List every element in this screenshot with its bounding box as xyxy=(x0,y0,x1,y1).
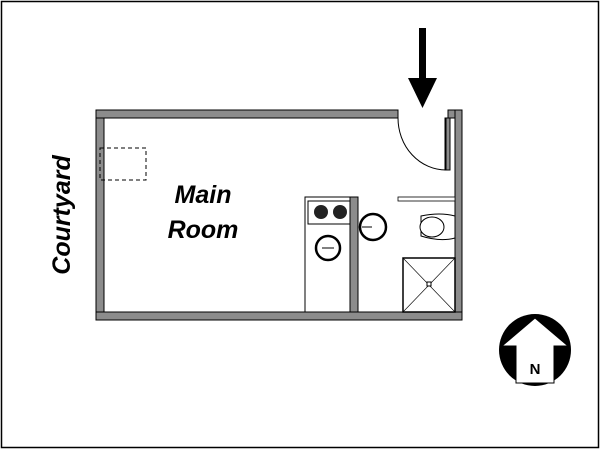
toilet-icon xyxy=(419,213,456,241)
bathroom xyxy=(358,196,456,313)
bathroom-sink-icon xyxy=(358,212,388,242)
burner-icon xyxy=(314,205,328,219)
entry-arrow-icon xyxy=(408,28,437,108)
courtyard-label: Courtyard xyxy=(48,155,76,275)
entry-door xyxy=(397,117,447,171)
compass-north-label: N xyxy=(530,361,541,378)
north-compass-icon: N xyxy=(499,314,571,386)
room-label-main-line2: Room xyxy=(168,216,239,244)
kitchen-sink-icon xyxy=(314,234,342,262)
burner-icon xyxy=(333,205,347,219)
room-label-main-line1: Main xyxy=(175,181,232,209)
window xyxy=(99,147,147,181)
kitchenette xyxy=(304,196,351,313)
shower-icon xyxy=(402,257,456,313)
